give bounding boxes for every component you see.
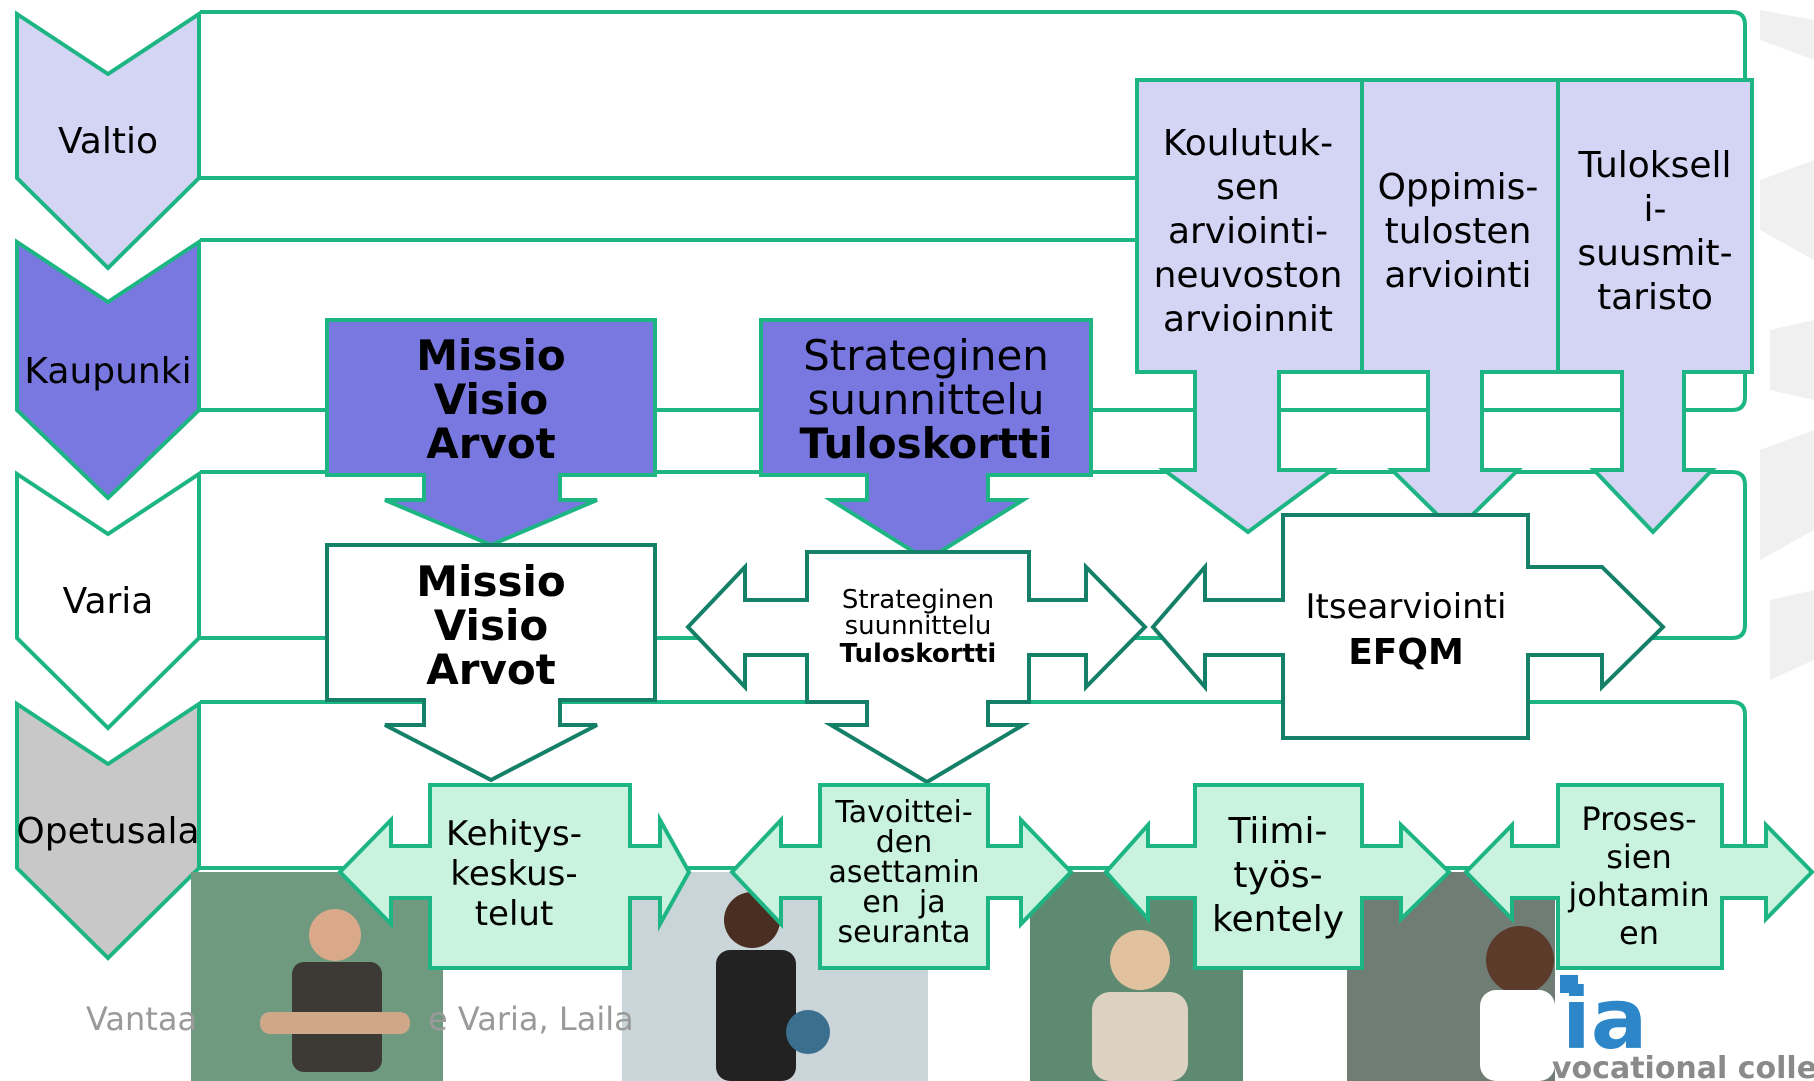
bottom-item-3-shape <box>1103 783 1452 970</box>
level-label-opetusala: Opetusala <box>16 811 199 852</box>
bottom-1-line-1: Kehitys- <box>446 814 582 854</box>
bottom-4-line-2: sien <box>1606 838 1672 876</box>
strategy-varia-line-2: suunnittelu <box>845 611 992 641</box>
eval-2-line-1: Oppimis- <box>1378 167 1539 208</box>
footer-text-vantaa: Vantaa <box>86 1000 197 1038</box>
bottom-item-1-shape <box>337 783 692 970</box>
missio-city-line-3: Arvot <box>426 419 556 468</box>
eval-1-line-4: neuvoston <box>1154 255 1343 296</box>
brand-logo-text: ia <box>1562 970 1647 1068</box>
bottom-3-line-1: Tiimi- <box>1228 811 1328 852</box>
band-varia <box>200 470 1747 640</box>
efqm-line-2: EFQM <box>1348 632 1464 673</box>
level-label-varia: Varia <box>63 581 154 622</box>
varia-logo: ia vocational college <box>1552 970 1814 1081</box>
eval-3-line-1: Tuloksell <box>1577 145 1731 186</box>
missio-varia-line-3: Arvot <box>426 645 556 694</box>
eval-3-line-3: suusmit- <box>1577 233 1732 274</box>
eval-3-line-4: taristo <box>1597 277 1713 318</box>
eval-box-3 <box>1556 78 1754 535</box>
teacher-photo-4 <box>1347 872 1555 1081</box>
strategy-city-box <box>759 318 1093 563</box>
bottom-1-line-3: telut <box>475 894 554 934</box>
bottom-2-line-3: asettamin <box>829 855 980 890</box>
missio-varia-line-2: Visio <box>434 601 548 650</box>
eval-1-line-1: Koulutuk- <box>1163 123 1333 164</box>
bottom-3-line-2: työs- <box>1233 855 1322 896</box>
bottom-1-line-2: keskus- <box>450 854 577 894</box>
bottom-item-4-shape <box>1463 783 1814 970</box>
strategy-city-line-1: Strateginen <box>803 331 1049 380</box>
efqm-varia-shape <box>1150 513 1666 740</box>
level-label-kaupunki: Kaupunki <box>24 351 191 392</box>
efqm-line-1: Itsearviointi <box>1306 587 1507 627</box>
bottom-3-line-3: kentely <box>1212 899 1344 940</box>
chevron-kaupunki <box>15 238 201 501</box>
eval-3-line-2: i- <box>1644 189 1667 230</box>
missio-city-line-2: Visio <box>434 375 548 424</box>
bottom-2-line-2: den <box>876 825 933 860</box>
eval-1-line-5: arvioinnit <box>1163 299 1333 340</box>
brand-tagline: vocational college <box>1552 1051 1814 1081</box>
chevron-valtio <box>15 10 201 271</box>
eval-2-line-2: tulosten <box>1385 211 1532 252</box>
missio-varia-box <box>325 543 657 783</box>
strategy-varia-line-3: Tuloskortti <box>840 639 997 669</box>
bottom-2-line-5: seuranta <box>838 915 971 950</box>
strategy-varia-shape <box>685 550 1148 785</box>
bottom-4-line-1: Proses- <box>1581 800 1696 838</box>
bottom-4-line-3: johtamin <box>1567 876 1709 914</box>
bottom-item-2-shape <box>729 783 1074 970</box>
eval-1-line-3: arviointi- <box>1168 211 1328 252</box>
missio-city-box <box>325 318 657 548</box>
strategy-city-line-2: suunnittelu <box>807 375 1044 424</box>
eval-2-line-3: arviointi <box>1384 255 1531 296</box>
bottom-2-line-1: Tavoittei- <box>834 795 972 830</box>
footer-text-varia: e Varia, Laila <box>428 1000 634 1038</box>
bottom-2-line-4: en ja <box>862 885 945 920</box>
strategy-varia-line-1: Strateginen <box>842 585 994 615</box>
watermark <box>1760 10 1814 680</box>
level-chevrons <box>15 10 201 961</box>
bottom-4-line-4: en <box>1619 914 1659 952</box>
chevron-opetusala <box>15 700 201 961</box>
eval-1-line-2: sen <box>1216 167 1280 208</box>
eval-box-2 <box>1360 78 1560 535</box>
strategy-city-line-3: Tuloskortti <box>799 419 1052 468</box>
eval-callouts <box>1135 78 1754 535</box>
level-label-valtio: Valtio <box>58 121 158 162</box>
missio-city-line-1: Missio <box>416 331 565 380</box>
missio-varia-line-1: Missio <box>416 557 565 606</box>
teacher-photo-1 <box>191 872 443 1081</box>
chevron-varia <box>15 470 201 731</box>
